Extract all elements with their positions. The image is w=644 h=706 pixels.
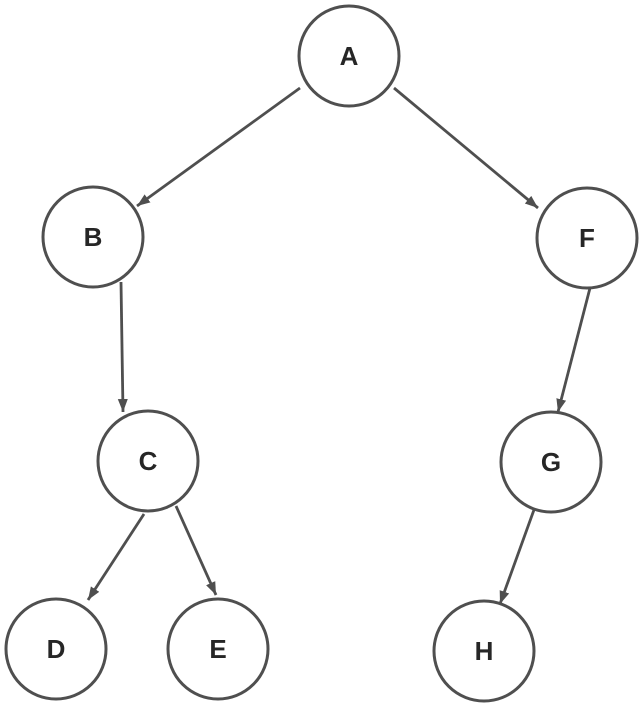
node-F-label: F [579, 223, 595, 253]
node-G: G [499, 410, 603, 514]
edge-A-F [393, 86, 539, 210]
node-E-circle [166, 597, 270, 701]
edge-F-G [556, 287, 592, 413]
node-G-circle [499, 410, 603, 514]
edge-C-D [86, 513, 146, 601]
node-E-label: E [209, 634, 226, 664]
node-H: H [432, 599, 536, 703]
node-F-circle [535, 186, 639, 290]
node-D-label: D [47, 634, 66, 664]
node-E: E [166, 597, 270, 701]
node-C: C [96, 409, 200, 513]
node-A-circle [297, 4, 401, 108]
node-F: F [535, 186, 639, 290]
edge-B-C [117, 281, 128, 413]
node-C-circle [96, 409, 200, 513]
edge-C-E [174, 505, 218, 596]
node-B-circle [41, 185, 145, 289]
edge-G-H [498, 506, 537, 605]
node-G-label: G [541, 447, 561, 477]
node-A: A [297, 4, 401, 108]
node-D: D [4, 597, 108, 701]
node-B-label: B [84, 222, 103, 252]
edge-A-B [136, 86, 301, 208]
node-C-label: C [139, 446, 158, 476]
node-D-circle [4, 597, 108, 701]
node-A-label: A [340, 41, 359, 71]
node-H-label: H [475, 636, 494, 666]
node-H-circle [432, 599, 536, 703]
node-B: B [41, 185, 145, 289]
